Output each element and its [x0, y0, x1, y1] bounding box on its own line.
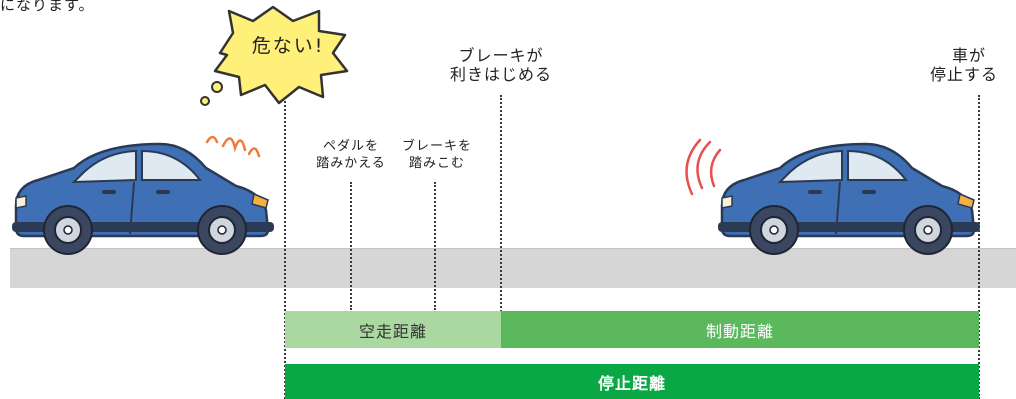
stopping-distance-bar: 停止距離	[285, 364, 979, 399]
stopping-distance-label: 停止距離	[597, 373, 666, 393]
brake-starts-line1: ブレーキが	[458, 46, 544, 65]
brake-starts-line	[500, 95, 502, 348]
free-running-distance-bar: 空走距離	[285, 311, 501, 348]
brake-starts-line2: 利きはじめる	[449, 65, 552, 84]
reaction-start-line	[284, 97, 286, 399]
thought-bubble-icon	[200, 5, 349, 106]
car-stops-line1: 車が	[952, 46, 987, 65]
brake-wave-icon	[685, 138, 722, 196]
braking-distance-bar: 制動距離	[501, 311, 979, 348]
brake-press-line1: ブレーキを	[401, 139, 472, 154]
pedal-switch-line2: 踏みかえる	[316, 156, 386, 171]
free-running-distance-label: 空走距離	[358, 321, 427, 341]
alarm-lines-icon	[205, 135, 261, 158]
road	[10, 248, 1016, 288]
car-stops-line	[978, 95, 980, 399]
car-stops-line2: 停止する	[930, 65, 999, 84]
pedal-switch-label: ペダルを 踏みかえる	[306, 138, 396, 172]
car-left-icon	[12, 142, 274, 255]
pedal-switch-line	[350, 182, 352, 310]
braking-distance-label: 制動距離	[705, 321, 774, 341]
car-stops-label: 車が 停止する	[930, 46, 1016, 84]
brake-press-label: ブレーキを 踏みこむ	[392, 138, 482, 172]
bubble-text: 危ない!	[251, 35, 325, 57]
intro-text: になります。	[0, 0, 95, 14]
car-right-icon	[718, 142, 980, 255]
brake-starts-label: ブレーキが 利きはじめる	[436, 46, 566, 84]
pedal-switch-line1: ペダルを	[322, 139, 379, 154]
brake-press-line	[434, 182, 436, 310]
brake-press-line2: 踏みこむ	[408, 156, 465, 171]
